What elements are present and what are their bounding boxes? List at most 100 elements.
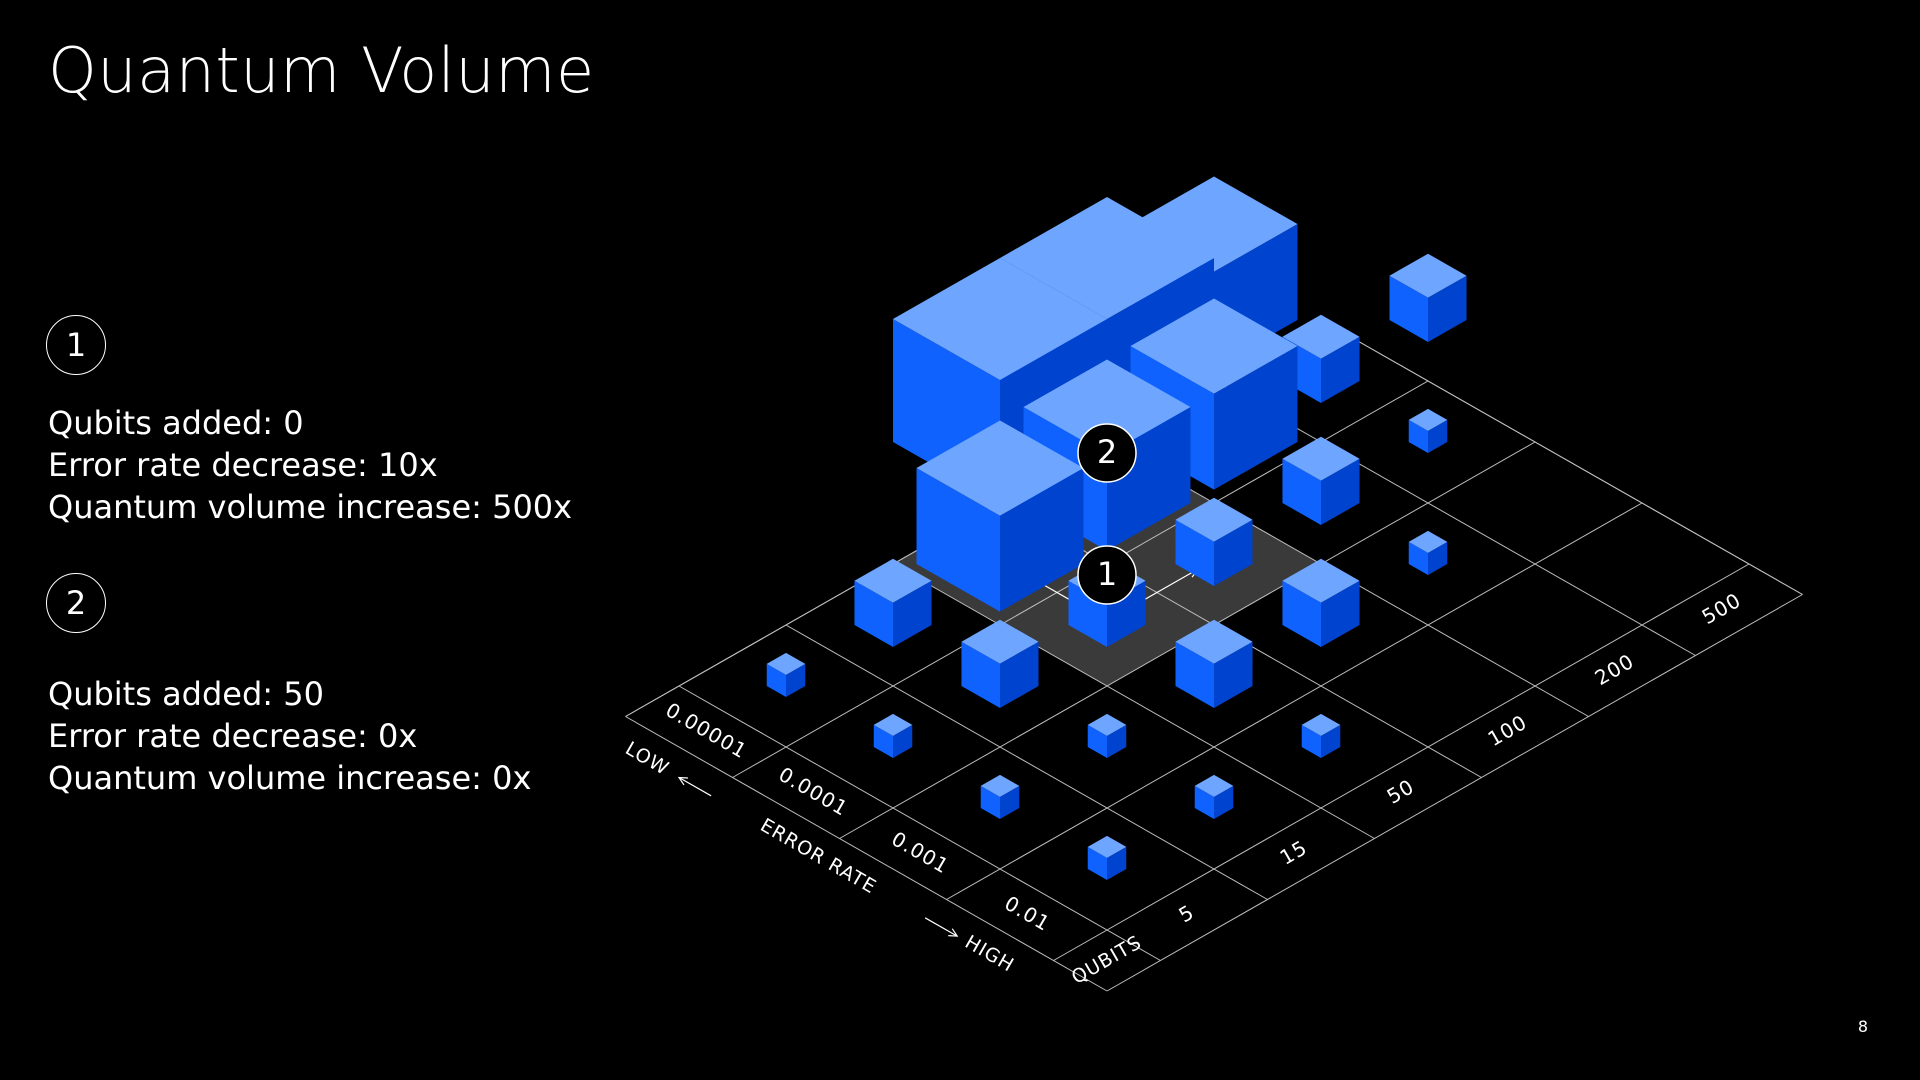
grid-line [678,685,1161,961]
cube-left-face [961,641,1000,708]
cube-top-face [1194,774,1234,797]
cube-left-face [1194,785,1214,819]
cube-left-face [1408,541,1428,575]
grid-line [946,502,1643,900]
cube-right-face [1000,468,1084,612]
cube-left-face [1087,724,1107,758]
cube-right-face [1000,785,1020,819]
qubit-axis-label: QUBITS [1068,931,1146,989]
qubit-tick-label: 15 [1276,835,1312,870]
cube-top-face [1389,253,1467,298]
qubit-tick-label: 100 [1484,710,1532,751]
grid-border [1320,319,1803,595]
cube-top-face [854,558,932,603]
qubit-tick-label: 200 [1591,649,1639,690]
note-2-qubits-added: Qubits added: 50 [48,675,324,713]
step-marker-label: 2 [1097,433,1117,471]
cube-right-face [893,724,913,758]
cube-left-face [1175,519,1214,586]
cube-top-face [873,713,913,736]
cube-top-face [1282,436,1360,481]
cube-right-face [1107,724,1127,758]
cube-right-face [1000,641,1039,708]
cube-left-face [854,580,893,647]
qubit-tick-label: 5 [1175,900,1199,928]
cube-top-face [1408,408,1448,431]
cube-right-face [1428,541,1448,575]
cube-top-face [961,619,1039,664]
error-axis-arrow-high [924,917,958,937]
cube-right-face [1214,346,1298,490]
cube-right-face [1214,641,1253,708]
cube-left-face [1282,458,1321,525]
cube-top-face [1023,359,1191,455]
cube-right-face [1214,519,1253,586]
cube-top-face [766,652,806,675]
cube-right-face [1428,275,1467,342]
cube-top-face [1301,713,1341,736]
step-marker-label: 1 [1097,555,1117,593]
cube-top-face [1087,713,1127,736]
error-axis-arrow-low-head [677,776,688,786]
note-2-error-rate-decrease: Error rate decrease: 0x [48,717,418,755]
cube-right-face [786,663,806,697]
cube-left-face [980,785,1000,819]
note-1-qv-increase: Quantum volume increase: 500x [48,488,573,526]
step-marker-circle [1077,545,1137,605]
cube-top-face [1087,835,1127,858]
cube-left-face [1389,275,1428,342]
cube-top-face [1408,530,1448,553]
cube-top-face [893,258,1107,380]
cube-top-face [916,420,1084,516]
cube-right-face [1428,419,1448,453]
cube-top-face [1282,314,1360,359]
cube-left-face [873,724,893,758]
error-axis-arrow-low [678,776,712,797]
error-tick-label: 0.01 [1000,891,1054,936]
cube-top-face [1130,298,1298,394]
page-title: Quantum Volume [48,34,595,107]
grid-line [785,624,1268,900]
grid-border [625,716,1108,992]
qubit-tick-label: 50 [1383,774,1419,809]
grid-line [892,563,1375,839]
error-axis-low: LOW [621,738,672,780]
error-axis-arrow-high-head [948,928,959,937]
note-2-qv-increase: Quantum volume increase: 0x [48,759,532,797]
step-marker-circle [1077,423,1137,483]
error-tick-label: 0.0001 [775,762,853,821]
note-1-qubits-added: Qubits added: 0 [48,404,304,442]
cube-left-face [916,468,1000,612]
error-axis-high: HIGH [961,931,1018,977]
cube-left-face [1087,846,1107,880]
cube-top-face [1282,558,1360,603]
step-markers: 12 [1077,423,1137,605]
cube-top-face [980,774,1020,797]
cube-top-face [1175,497,1253,542]
cube-right-face [1321,724,1341,758]
grid-line [1053,563,1750,961]
cube-left-face [1282,580,1321,647]
cubes [766,176,1467,880]
note-1-error-rate-decrease: Error rate decrease: 10x [48,446,438,484]
cube-right-face [1321,458,1360,525]
qubit-tick-label: 500 [1698,588,1746,629]
note-1-text: Qubits added: 0 Error rate decrease: 10x… [48,402,572,528]
note-1-number: 1 [46,315,106,375]
grid-border [1106,594,1803,992]
cube-left-face [1175,641,1214,708]
note-2-number: 2 [46,573,106,633]
note-2-text: Qubits added: 50 Error rate decrease: 0x… [48,673,531,799]
cube-left-face [1408,419,1428,453]
cube-right-face [893,580,932,647]
cube-right-face [1321,336,1360,403]
cube-right-face [1107,846,1127,880]
cube-right-face [1214,785,1234,819]
cube-left-face [766,663,786,697]
page-number: 8 [1857,1017,1868,1036]
cube-left-face [1301,724,1321,758]
error-tick-label: 0.00001 [662,698,752,764]
cube-top-face [1175,619,1253,664]
cube-right-face [1321,580,1360,647]
